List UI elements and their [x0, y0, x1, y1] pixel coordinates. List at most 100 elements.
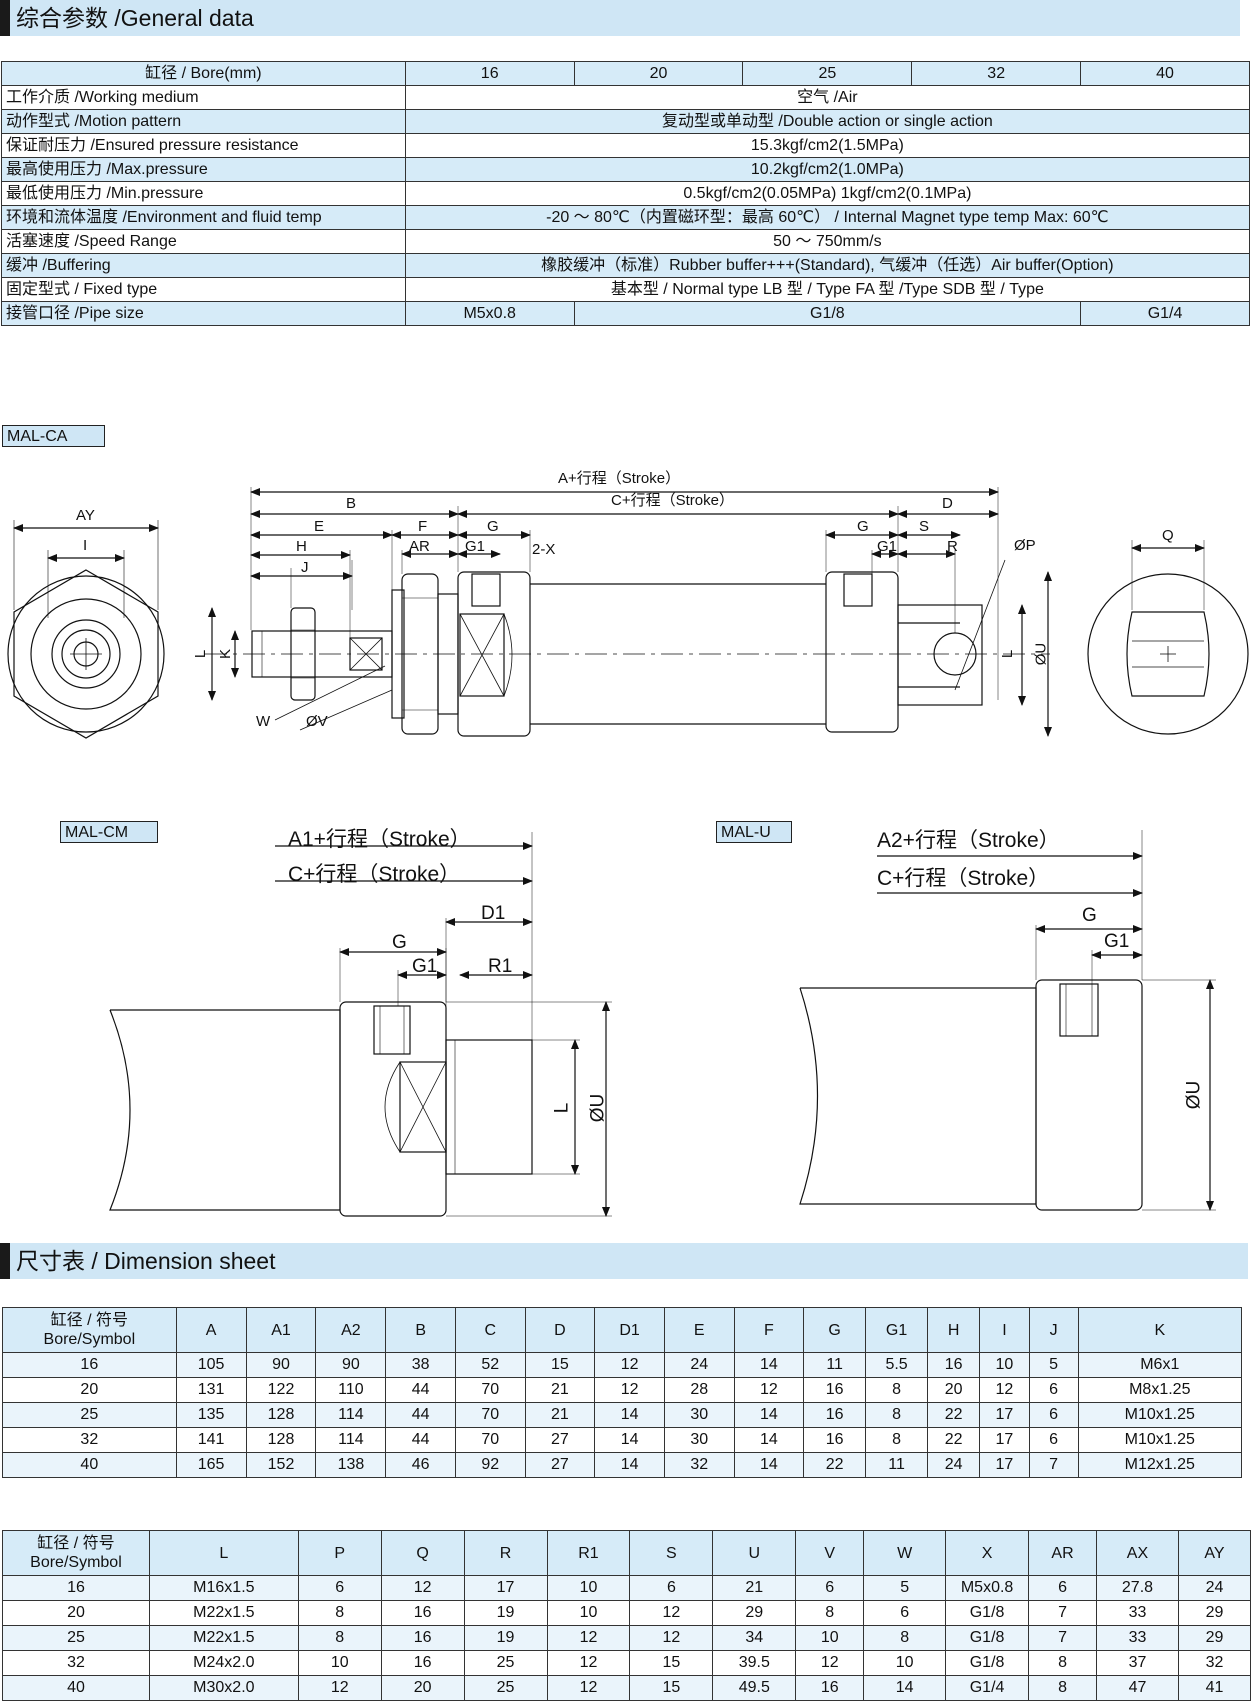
table-cell: 25 — [463, 1650, 548, 1676]
table-cell: 114 — [315, 1402, 387, 1428]
table-cell: G1/8 — [945, 1625, 1030, 1651]
table-cell: 122 — [245, 1377, 317, 1403]
table-cell: 24 — [663, 1352, 735, 1378]
dim-label-g1-rear: G1 — [877, 538, 898, 555]
table-cell: 141 — [175, 1427, 247, 1453]
bore-cell: 40 — [2, 1452, 177, 1478]
table-cell: M5x0.8 — [945, 1575, 1030, 1601]
table-cell: 16 — [380, 1625, 465, 1651]
table-cell: 12 — [297, 1675, 382, 1701]
table-cell: 12 — [594, 1377, 665, 1403]
table-cell: 12 — [594, 1352, 665, 1378]
table-cell: M16x1.5 — [148, 1575, 299, 1601]
dim-label-p: ØP — [1014, 537, 1036, 554]
dim-label-a: A+行程（Stroke） — [558, 470, 681, 487]
table-cell: 14 — [733, 1352, 805, 1378]
dim-label-s: S — [919, 518, 930, 535]
u-model-tag: MAL-U — [716, 821, 792, 843]
row-label: 保证耐压力 /Ensured pressure resistance — [1, 133, 406, 158]
cylinder-drawings — [7, 487, 1249, 1217]
cm-label-g1: G1 — [412, 956, 438, 977]
dimension-sheet-header: 尺寸表 / Dimension sheet — [0, 1243, 1248, 1279]
ca-model-tag: MAL-CA — [2, 425, 105, 447]
table-cell: 12 — [629, 1625, 714, 1651]
bore-cell: 16 — [2, 1352, 177, 1378]
column-header: K — [1077, 1307, 1243, 1353]
table-cell: 38 — [385, 1352, 456, 1378]
row-value: 基本型 / Normal type LB 型 / Type FA 型 /Type… — [404, 277, 1251, 302]
table-cell: 8 — [1028, 1650, 1097, 1676]
column-header: S — [629, 1530, 714, 1576]
table-cell: 10 — [546, 1575, 631, 1601]
table-cell: 15 — [629, 1675, 714, 1701]
table-cell: 10 — [979, 1352, 1030, 1378]
column-header: D1 — [594, 1307, 665, 1353]
table-cell: 27 — [524, 1427, 596, 1453]
dim-label-d: D — [942, 495, 953, 512]
row-value: 0.5kgf/cm2(0.05MPa) 1kgf/cm2(0.1MPa) — [404, 181, 1251, 206]
table-cell: 14 — [863, 1675, 947, 1701]
general-data-header: 综合参数 /General data — [0, 0, 1240, 36]
table-cell: 70 — [455, 1402, 526, 1428]
table-cell: 12 — [546, 1675, 631, 1701]
table-cell: 19 — [463, 1600, 548, 1626]
row-label: 活塞速度 /Speed Range — [1, 229, 406, 254]
header-en: Bore/Symbol — [43, 1331, 136, 1348]
table-cell: 28 — [663, 1377, 735, 1403]
column-header: R1 — [546, 1530, 631, 1576]
table-cell: 70 — [455, 1377, 526, 1403]
row-value: 橡胶缓冲（标准）Rubber buffer+++(Standard), 气缓冲（… — [404, 253, 1251, 278]
table-cell: M22x1.5 — [148, 1600, 299, 1626]
cm-detail-drawing — [109, 832, 612, 1217]
dim-label-u: ØU — [1032, 642, 1050, 666]
row-label: 接管口径 /Pipe size — [1, 301, 406, 326]
column-header: G1 — [865, 1307, 929, 1353]
general-data-table: 缸径 / Bore(mm) 16 20 25 32 40 工作介质 /Worki… — [1, 61, 1251, 326]
table-cell: 12 — [546, 1625, 631, 1651]
column-header: AY — [1177, 1530, 1252, 1576]
table-cell: 8 — [863, 1625, 947, 1651]
table-cell: 22 — [803, 1452, 867, 1478]
column-header: E — [663, 1307, 735, 1353]
column-header: Q — [380, 1530, 465, 1576]
table-cell: 12 — [979, 1377, 1030, 1403]
table-cell: 5 — [1028, 1352, 1079, 1378]
table-cell: M22x1.5 — [148, 1625, 299, 1651]
table-cell: 12 — [629, 1600, 714, 1626]
table-cell: 6 — [1028, 1575, 1097, 1601]
cm-label-a1: A1+行程（Stroke） — [288, 828, 471, 851]
row-value: 空气 /Air — [404, 85, 1251, 110]
table-cell: 14 — [594, 1452, 665, 1478]
table-cell: 14 — [594, 1402, 665, 1428]
table-cell: 152 — [245, 1452, 317, 1478]
column-header: P — [297, 1530, 382, 1576]
cm-model-tag: MAL-CM — [60, 821, 158, 843]
ca-front-end-view — [7, 520, 165, 739]
u-label-a2: A2+行程（Stroke） — [877, 829, 1060, 852]
cm-label-r1: R1 — [488, 956, 513, 977]
table-cell: 12 — [795, 1650, 865, 1676]
table-cell: 90 — [315, 1352, 387, 1378]
table-cell: M30x2.0 — [148, 1675, 299, 1701]
table-cell: 92 — [455, 1452, 526, 1478]
u-detail-drawing — [799, 830, 1216, 1211]
column-header: AR — [1028, 1530, 1097, 1576]
table-cell: 27.8 — [1096, 1575, 1179, 1601]
table-cell: 47 — [1096, 1675, 1179, 1701]
dim-label-f: F — [418, 518, 428, 535]
table-cell: 6 — [863, 1600, 947, 1626]
table-cell: 17 — [463, 1575, 548, 1601]
pipe-size-cell: G1/8 — [573, 301, 1082, 326]
dim-label-w: W — [256, 713, 271, 730]
table-cell: 138 — [315, 1452, 387, 1478]
table-cell: 24 — [1177, 1575, 1252, 1601]
